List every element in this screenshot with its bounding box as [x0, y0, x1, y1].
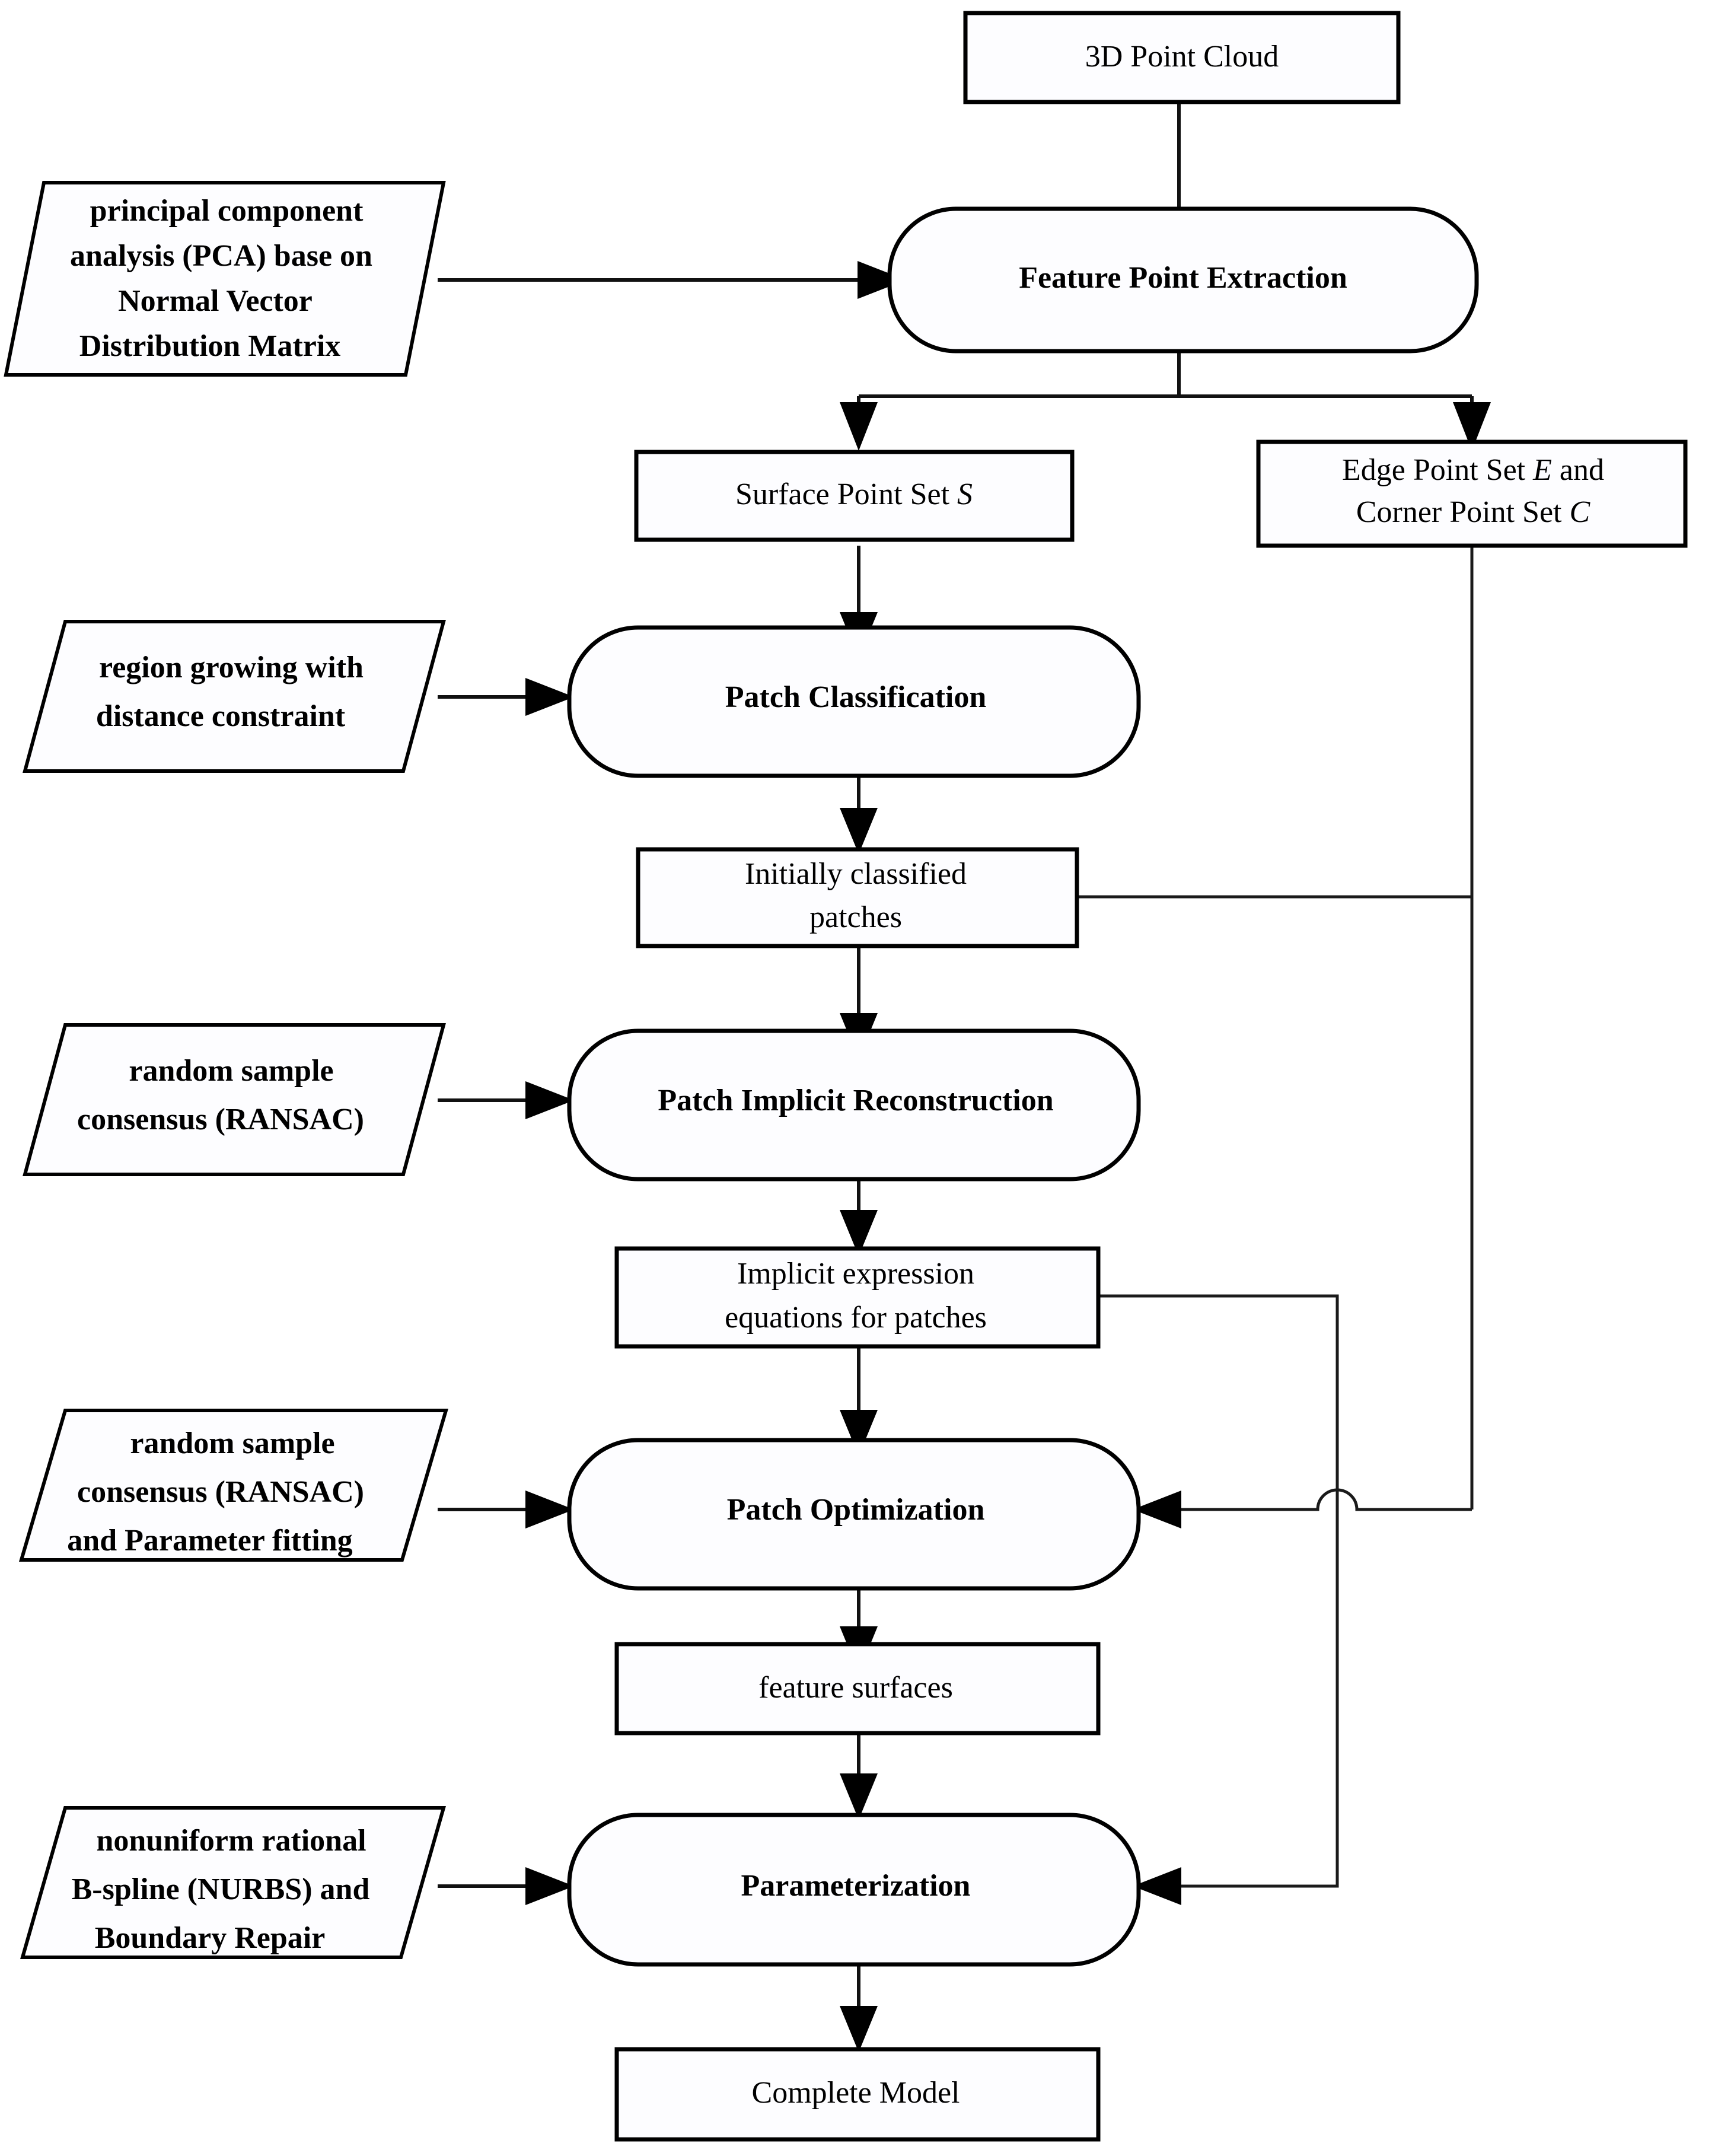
ransac-param-line3: and Parameter fitting [67, 1524, 352, 1558]
node-patch-optimization[interactable]: Patch Optimization [567, 1438, 1141, 1591]
initially-classified-patches-line2: patches [809, 900, 902, 934]
ransac-param-line1: random sample [130, 1426, 334, 1460]
surface-point-set-box[interactable] [634, 450, 1075, 542]
complete-model-box[interactable] [614, 2047, 1101, 2142]
edge-corner-point-set-box[interactable] [1256, 440, 1688, 548]
surface-point-set-symbol: S [957, 477, 973, 511]
parameterization-box[interactable] [567, 1813, 1141, 1967]
region-growing-input-parallelogram[interactable] [23, 620, 446, 773]
edge-set-symbol: E [1532, 453, 1552, 487]
node-pca-input[interactable]: principal component analysis (PCA) base … [4, 181, 446, 377]
arrowhead-nurbs-to-parameterization [525, 1867, 574, 1905]
feature-point-extraction-label: Feature Point Extraction [1019, 261, 1347, 295]
node-implicit-expression-equations[interactable]: Implicit expression equations for patche… [614, 1246, 1101, 1349]
ransac-input-parallelogram[interactable] [23, 1023, 446, 1176]
feature-surfaces-box[interactable] [614, 1642, 1101, 1735]
arrowhead-pca-to-extraction [858, 261, 906, 299]
node-parameterization[interactable]: Parameterization [567, 1813, 1141, 1967]
patch-classification-label: Patch Classification [725, 680, 987, 714]
implicit-expression-line2: equations for patches [725, 1301, 987, 1335]
complete-model-label: Complete Model [752, 2076, 960, 2110]
point-cloud-label: 3D Point Cloud [1085, 40, 1279, 74]
patch-implicit-reconstruction-box[interactable] [567, 1028, 1141, 1181]
arrowhead-to-edge-point-set [1453, 402, 1491, 451]
arrowhead-classification-to-patches [840, 808, 878, 854]
patch-classification-box[interactable] [567, 625, 1141, 778]
ransac-input-line1: random sample [129, 1054, 333, 1088]
arrowhead-equations-to-parameterization [1133, 1867, 1181, 1905]
node-point-cloud[interactable]: 3D Point Cloud [963, 11, 1401, 104]
arrowhead-implicitrecon-to-equations [840, 1210, 878, 1256]
nurbs-input-parallelogram[interactable] [20, 1806, 446, 1959]
arrowhead-parameterization-to-completemodel [840, 2006, 878, 2052]
node-complete-model[interactable]: Complete Model [614, 2047, 1101, 2142]
implicit-expression-line1: Implicit expression [737, 1257, 974, 1291]
patch-implicit-reconstruction-label: Patch Implicit Reconstruction [658, 1084, 1053, 1117]
arrowhead-to-surface-point-set [840, 402, 878, 451]
node-patch-classification[interactable]: Patch Classification [567, 625, 1141, 778]
arrowhead-ransac-to-implicitrecon [525, 1081, 574, 1119]
edge-edgeset-to-optimization [1174, 1488, 1472, 1511]
pca-input-line1: principal component [90, 194, 364, 228]
node-nurbs-input[interactable]: nonuniform rational B-spline (NURBS) and… [20, 1806, 446, 1959]
corner-set-symbol: C [1569, 495, 1590, 529]
ransac-input-line2: consensus (RANSAC) [77, 1103, 364, 1136]
feature-surfaces-label: feature surfaces [758, 1671, 953, 1705]
node-initially-classified-patches[interactable]: Initially classified patches [636, 847, 1079, 948]
region-growing-line1: region growing with [99, 651, 364, 684]
initially-classified-patches-line1: Initially classified [745, 857, 967, 891]
node-feature-surfaces[interactable]: feature surfaces [614, 1642, 1101, 1735]
ransac-param-input-parallelogram[interactable] [18, 1409, 449, 1562]
pca-input-line2: analysis (PCA) base on [70, 239, 372, 273]
node-feature-point-extraction[interactable]: Feature Point Extraction [887, 206, 1479, 354]
edge-set-prefix: Edge Point Set [1342, 453, 1533, 487]
initially-classified-patches-box[interactable] [636, 847, 1079, 948]
node-region-growing-input[interactable]: region growing with distance constraint [23, 620, 446, 773]
pca-input-line4: Distribution Matrix [79, 329, 341, 363]
nurbs-input-line3: Boundary Repair [95, 1921, 326, 1955]
ransac-param-line2: consensus (RANSAC) [77, 1475, 364, 1509]
point-cloud-box[interactable] [963, 11, 1401, 104]
arrowhead-equations-to-optimization [840, 1410, 878, 1456]
nurbs-input-line1: nonuniform rational [96, 1824, 366, 1858]
parameterization-label: Parameterization [741, 1869, 971, 1903]
node-surface-point-set[interactable]: Surface Point Set S [634, 450, 1075, 542]
node-ransac-param-input[interactable]: random sample consensus (RANSAC) and Par… [18, 1409, 449, 1562]
arrowhead-ransacparam-to-optimization [525, 1491, 574, 1528]
patch-optimization-box[interactable] [567, 1438, 1141, 1591]
surface-point-set-label: Surface Point Set S [735, 477, 973, 511]
pca-input-line3: Normal Vector [118, 284, 313, 318]
node-ransac-input[interactable]: random sample consensus (RANSAC) [23, 1023, 446, 1176]
edge-equations-to-parameterization [1097, 1294, 1339, 1888]
edge-set-suffix: and [1552, 453, 1604, 487]
nurbs-input-line2: B-spline (NURBS) and [72, 1872, 370, 1906]
connectors [1, 102, 1491, 2052]
pca-input-parallelogram[interactable] [4, 181, 446, 377]
node-edge-corner-point-set[interactable]: Edge Point Set E and Corner Point Set C [1256, 440, 1688, 548]
node-patch-implicit-reconstruction[interactable]: Patch Implicit Reconstruction [567, 1028, 1141, 1181]
edge-corner-point-set-line2: Corner Point Set C [1356, 495, 1591, 529]
feature-point-extraction-box[interactable] [887, 206, 1479, 354]
region-growing-line2: distance constraint [96, 699, 346, 733]
arrowhead-featuresurfaces-to-parameterization [840, 1773, 878, 1820]
implicit-expression-equations-box[interactable] [614, 1246, 1101, 1349]
patch-optimization-label: Patch Optimization [727, 1493, 985, 1527]
edge-corner-point-set-line1: Edge Point Set E and [1342, 453, 1604, 487]
surface-point-set-prefix: Surface Point Set [735, 477, 957, 511]
arrowhead-regiongrowing-to-classification [525, 678, 574, 716]
arrowhead-edgeset-to-optimization [1133, 1491, 1181, 1528]
corner-set-prefix: Corner Point Set [1356, 495, 1570, 529]
